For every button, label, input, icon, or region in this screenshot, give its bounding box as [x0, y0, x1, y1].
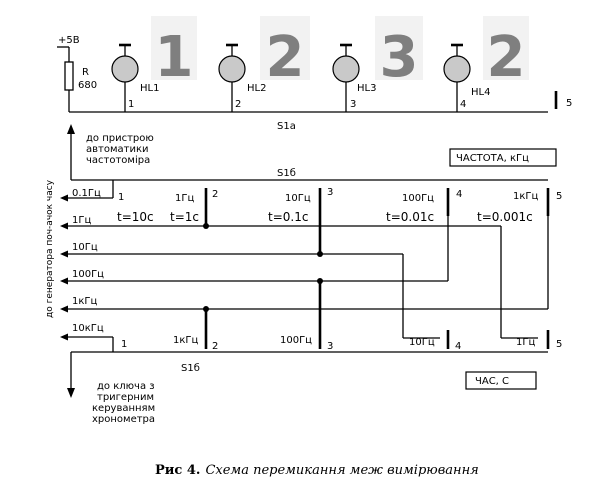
- s1a-pin-4: 4: [460, 99, 466, 110]
- digit-panel-1: [151, 16, 197, 80]
- lower-value-1khz: 1кГц: [173, 335, 199, 346]
- junction-dot: [317, 278, 323, 284]
- left-label-10khz: 10кГц: [72, 323, 104, 334]
- junction-dot: [317, 251, 323, 257]
- left-label-1hz: 1Гц: [72, 215, 91, 226]
- generator-label: до генератора поч-ачок часу: [45, 179, 55, 318]
- s1a-pin-5: 5: [566, 98, 572, 109]
- caption-text: Схема перемикання меж вимірювання: [205, 463, 478, 478]
- upper-value-100hz: 100Гц: [402, 193, 434, 204]
- upper-pin-5: 5: [556, 191, 562, 202]
- upper-pin-2: 2: [212, 189, 218, 200]
- bottom-arrow-text-3: керуванням: [92, 403, 155, 414]
- indicator-hl4: 2 HL4 4: [443, 16, 529, 112]
- left-label-10hz: 10Гц: [72, 242, 98, 253]
- power-label: +5В: [58, 35, 80, 46]
- time-label-1: t=10c: [117, 210, 154, 224]
- indicator-hl3: 3 HL3 3: [332, 16, 423, 112]
- time-label-2: t=1c: [170, 210, 199, 224]
- arrow-left-icon: [60, 222, 68, 230]
- time-label-3: t=0.1c: [268, 210, 308, 224]
- bottom-arrow-text-4: хронометра: [92, 414, 155, 425]
- lamp-hl2: [218, 55, 246, 83]
- resistor-name: R: [82, 67, 89, 78]
- upper-value-1khz: 1кГц: [513, 191, 539, 202]
- indicator-hl2: 2 HL2 2: [218, 16, 310, 112]
- figure-caption: Рис 4. Схема перемикання меж вимірювання: [155, 463, 479, 478]
- indicator-digit-4: 2: [487, 25, 526, 90]
- junction-dot: [203, 306, 209, 312]
- time-box-label: ЧАС, С: [475, 376, 509, 387]
- lamp-hl3: [332, 55, 360, 83]
- lower-pin-5: 5: [556, 339, 562, 350]
- lower-pin-3: 3: [327, 341, 333, 352]
- caption-prefix: Рис 4.: [155, 463, 200, 478]
- lamp-label-hl4: HL4: [471, 87, 490, 98]
- signal-line-0-1hz: 0.1Гц: [60, 188, 113, 202]
- lower-pin-4: 4: [455, 341, 461, 352]
- digit-panel-3: [375, 16, 423, 80]
- signal-line-10hz: 10Гц: [60, 242, 440, 339]
- lower-value-1hz: 1Гц: [516, 337, 535, 348]
- signal-line-10khz: 10кГц: [60, 323, 114, 352]
- lower-pin-2: 2: [212, 341, 218, 352]
- bottom-arrow-text-1: до ключа з: [97, 381, 155, 392]
- lower-value-100hz: 100Гц: [280, 335, 312, 346]
- arrow-left-icon: [60, 277, 68, 285]
- s1a-pin-2: 2: [235, 99, 241, 110]
- upper-pin-3: 3: [327, 187, 333, 198]
- indicator-digit-3: 3: [380, 25, 419, 90]
- upper-pin-1: 1: [118, 192, 124, 203]
- time-label-4: t=0.01c: [386, 210, 434, 224]
- upper-value-10hz: 10Гц: [285, 193, 311, 204]
- upper-pin-4: 4: [456, 189, 462, 200]
- left-label-0-1hz: 0.1Гц: [72, 188, 101, 199]
- indicator-digit-2: 2: [266, 25, 305, 90]
- s1a-pin-1: 1: [128, 99, 134, 110]
- arrow-up-icon: [67, 124, 75, 134]
- arrow-left-icon: [60, 250, 68, 258]
- left-label-100hz: 100Гц: [72, 269, 104, 280]
- frequency-box-label: ЧАСТОТА, кГц: [456, 153, 529, 164]
- frequency-box: [449, 148, 557, 167]
- lamp-hl4: [443, 55, 471, 83]
- time-box: [465, 371, 537, 390]
- bottom-arrow-text-2: тригерним: [97, 392, 154, 403]
- s1b-lower-label: S1б: [181, 363, 200, 374]
- lower-value-10hz: 10Гц: [409, 337, 435, 348]
- top-arrow-text-3: частотоміра: [86, 154, 150, 166]
- arrow-left-icon: [60, 305, 68, 313]
- top-arrow-text-1: до пристрою: [86, 133, 154, 144]
- arrow-left-icon: [60, 194, 68, 202]
- lamp-label-hl2: HL2: [247, 83, 266, 94]
- digit-panel-2: [260, 16, 310, 80]
- lamp-hl1: [111, 55, 139, 83]
- top-arrow-text-2: автоматики: [86, 144, 149, 155]
- indicator-hl1: 1 HL1 1: [111, 16, 197, 112]
- upper-value-1hz: 1Гц: [175, 193, 194, 204]
- digit-panel-4: [483, 16, 529, 80]
- signal-line-1khz: 1кГц: [60, 216, 549, 313]
- resistor: [64, 61, 74, 91]
- time-label-5: t=0.001c: [477, 210, 533, 224]
- left-label-1khz: 1кГц: [72, 296, 98, 307]
- junction-dot: [203, 223, 209, 229]
- arrow-down-icon: [67, 388, 75, 398]
- s1a-pin-3: 3: [350, 99, 356, 110]
- lamp-label-hl3: HL3: [357, 83, 376, 94]
- lamp-label-hl1: HL1: [140, 83, 159, 94]
- s1b-upper-label: S1б: [277, 168, 296, 179]
- resistor-value: 680: [78, 80, 97, 91]
- signal-line-100hz: 100Гц: [60, 216, 449, 285]
- lower-pin-1: 1: [121, 339, 127, 350]
- arrow-left-icon: [60, 333, 68, 341]
- s1a-label: S1a: [277, 121, 296, 132]
- signal-line-1hz: 1Гц: [60, 215, 538, 339]
- indicator-digit-1: 1: [155, 25, 194, 90]
